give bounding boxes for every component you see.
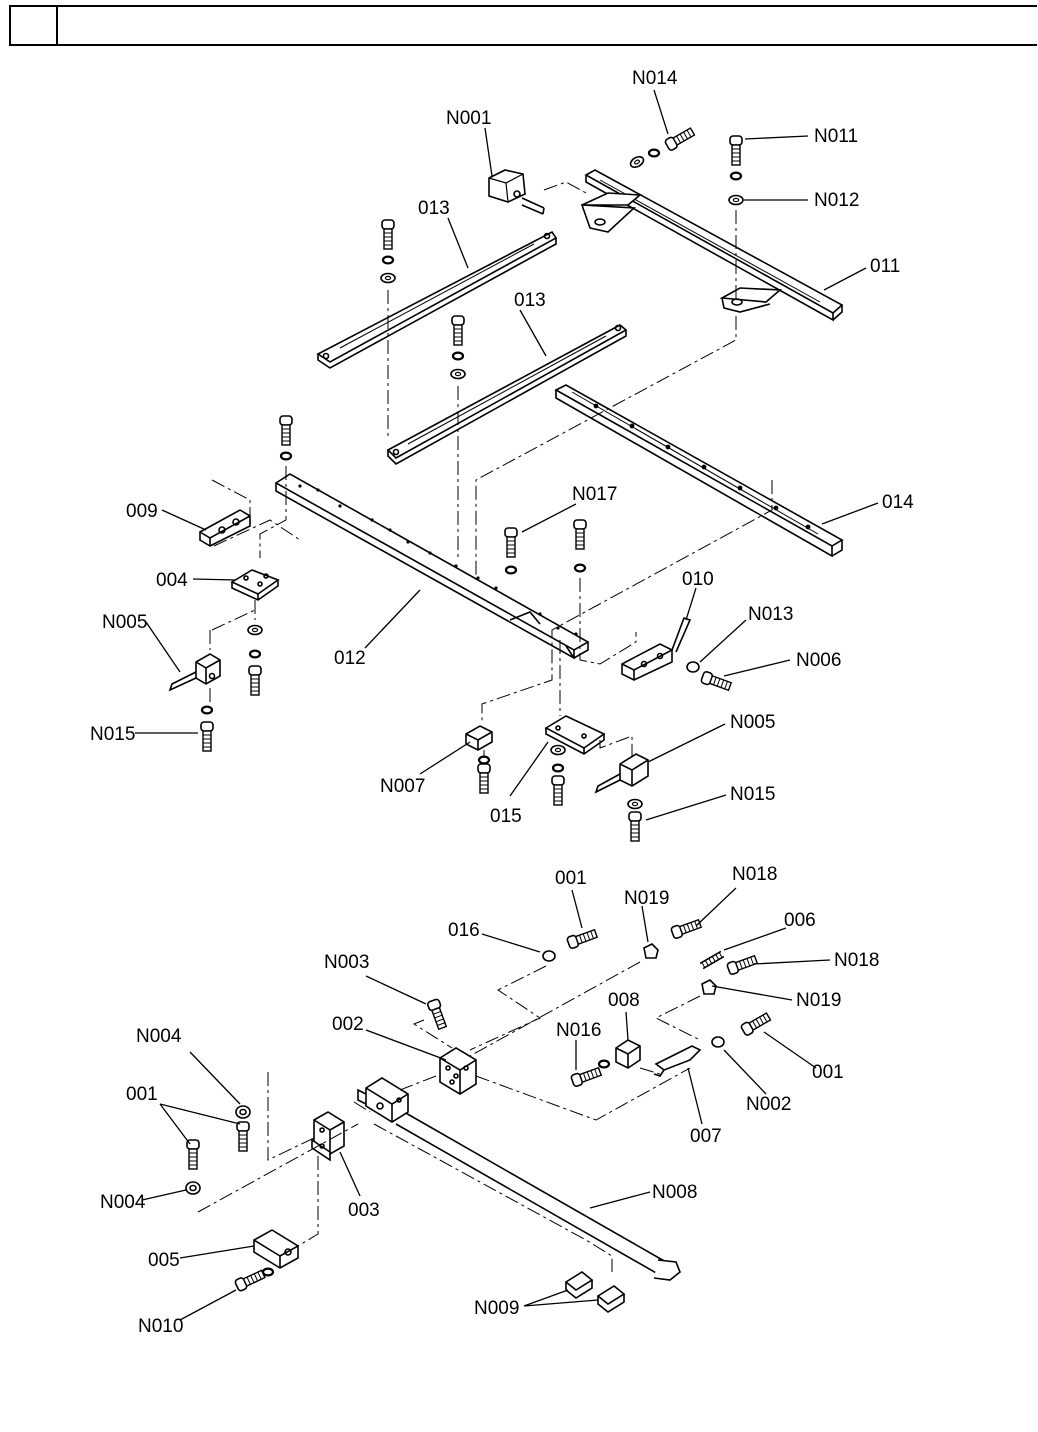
part-011-rail [586, 170, 842, 313]
label-004: 004 [156, 570, 188, 591]
label-001-right: 001 [812, 1062, 844, 1083]
label-011: 011 [870, 256, 900, 277]
label-009: 009 [126, 501, 158, 522]
label-016: 016 [448, 920, 480, 941]
part-012-plate [276, 474, 588, 650]
label-001-top: 001 [555, 868, 587, 889]
label-N014: N014 [632, 68, 678, 89]
part-N004-lower [186, 1182, 200, 1194]
part-N008-tube [396, 1112, 666, 1274]
part-N005-left [196, 654, 220, 684]
label-012: 012 [334, 648, 366, 669]
part-007 [656, 1046, 700, 1070]
label-N015-left: N015 [90, 724, 135, 745]
upper-assembly [170, 126, 842, 841]
lower-assembly [186, 918, 771, 1312]
label-N013: N013 [748, 604, 793, 625]
label-013-lower: 013 [514, 290, 546, 311]
label-N019-right: N019 [796, 990, 841, 1011]
part-N002 [712, 1037, 724, 1047]
label-N012: N012 [814, 190, 859, 211]
label-N005-right: N005 [730, 712, 775, 733]
part-002-plate [440, 1048, 476, 1094]
label-N007: N007 [380, 776, 425, 797]
label-015: 015 [490, 806, 522, 827]
label-N002: N002 [746, 1094, 791, 1115]
label-N009: N009 [474, 1298, 519, 1319]
label-N008: N008 [652, 1182, 697, 1203]
part-010 [622, 644, 672, 680]
part-N004-upper [236, 1106, 250, 1118]
label-007: 007 [690, 1126, 722, 1147]
label-014: 014 [882, 492, 914, 513]
label-N006: N006 [796, 650, 841, 671]
part-015 [546, 716, 604, 748]
part-N005-right [620, 754, 648, 786]
label-013-upper: 013 [418, 198, 450, 219]
label-N003: N003 [324, 952, 369, 973]
label-001-left: 001 [126, 1084, 158, 1105]
label-010: 010 [682, 569, 714, 590]
label-N004-lower: N004 [100, 1192, 146, 1213]
label-N016: N016 [556, 1020, 601, 1041]
label-N019-top: N019 [624, 888, 669, 909]
label-N018-right: N018 [834, 950, 879, 971]
label-N018-top: N018 [732, 864, 777, 885]
label-N011: N011 [814, 126, 858, 147]
label-N004-upper: N004 [136, 1026, 182, 1047]
label-008: 008 [608, 990, 640, 1011]
label-N001: N001 [446, 108, 491, 129]
part-N007 [466, 726, 492, 750]
label-N017: N017 [572, 484, 617, 505]
label-006: 006 [784, 910, 816, 931]
label-005: 005 [148, 1250, 180, 1271]
label-N005-left: N005 [102, 612, 147, 633]
label-N015-right: N015 [730, 784, 775, 805]
part-N009-fittings [566, 1272, 624, 1312]
label-N010: N010 [138, 1316, 183, 1337]
label-003: 003 [348, 1200, 380, 1221]
label-002: 002 [332, 1014, 364, 1035]
